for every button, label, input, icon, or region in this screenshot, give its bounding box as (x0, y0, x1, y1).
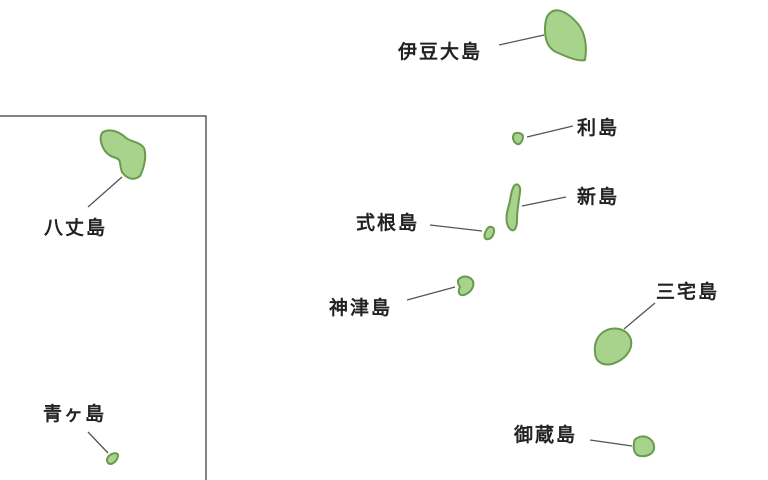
label-toshima: 利島 (577, 116, 619, 139)
island-izu-oshima[interactable]: 伊豆大島 (397, 9, 587, 63)
island-miyakejima[interactable]: 三宅島 (593, 280, 719, 366)
label-hachijojima: 八丈島 (44, 216, 107, 239)
island-niijima[interactable]: 新島 (505, 183, 620, 232)
label-kozushima: 神津島 (329, 296, 392, 319)
label-shikinejima: 式根島 (356, 211, 419, 234)
island-shikinejima[interactable]: 式根島 (356, 211, 496, 241)
island-aogashima[interactable]: 青ヶ島 (43, 402, 119, 465)
label-niijima: 新島 (577, 185, 619, 208)
label-mikurajima: 御蔵島 (513, 423, 577, 446)
island-toshima[interactable]: 利島 (512, 116, 619, 146)
label-izu-oshima: 伊豆大島 (397, 40, 482, 63)
island-mikurajima[interactable]: 御蔵島 (513, 423, 656, 458)
inset-frame (0, 115, 207, 480)
island-hachijojima[interactable]: 八丈島 (44, 129, 147, 239)
label-aogashima: 青ヶ島 (43, 402, 106, 425)
island-kozushima[interactable]: 神津島 (329, 275, 475, 319)
label-miyakejima: 三宅島 (656, 280, 719, 303)
